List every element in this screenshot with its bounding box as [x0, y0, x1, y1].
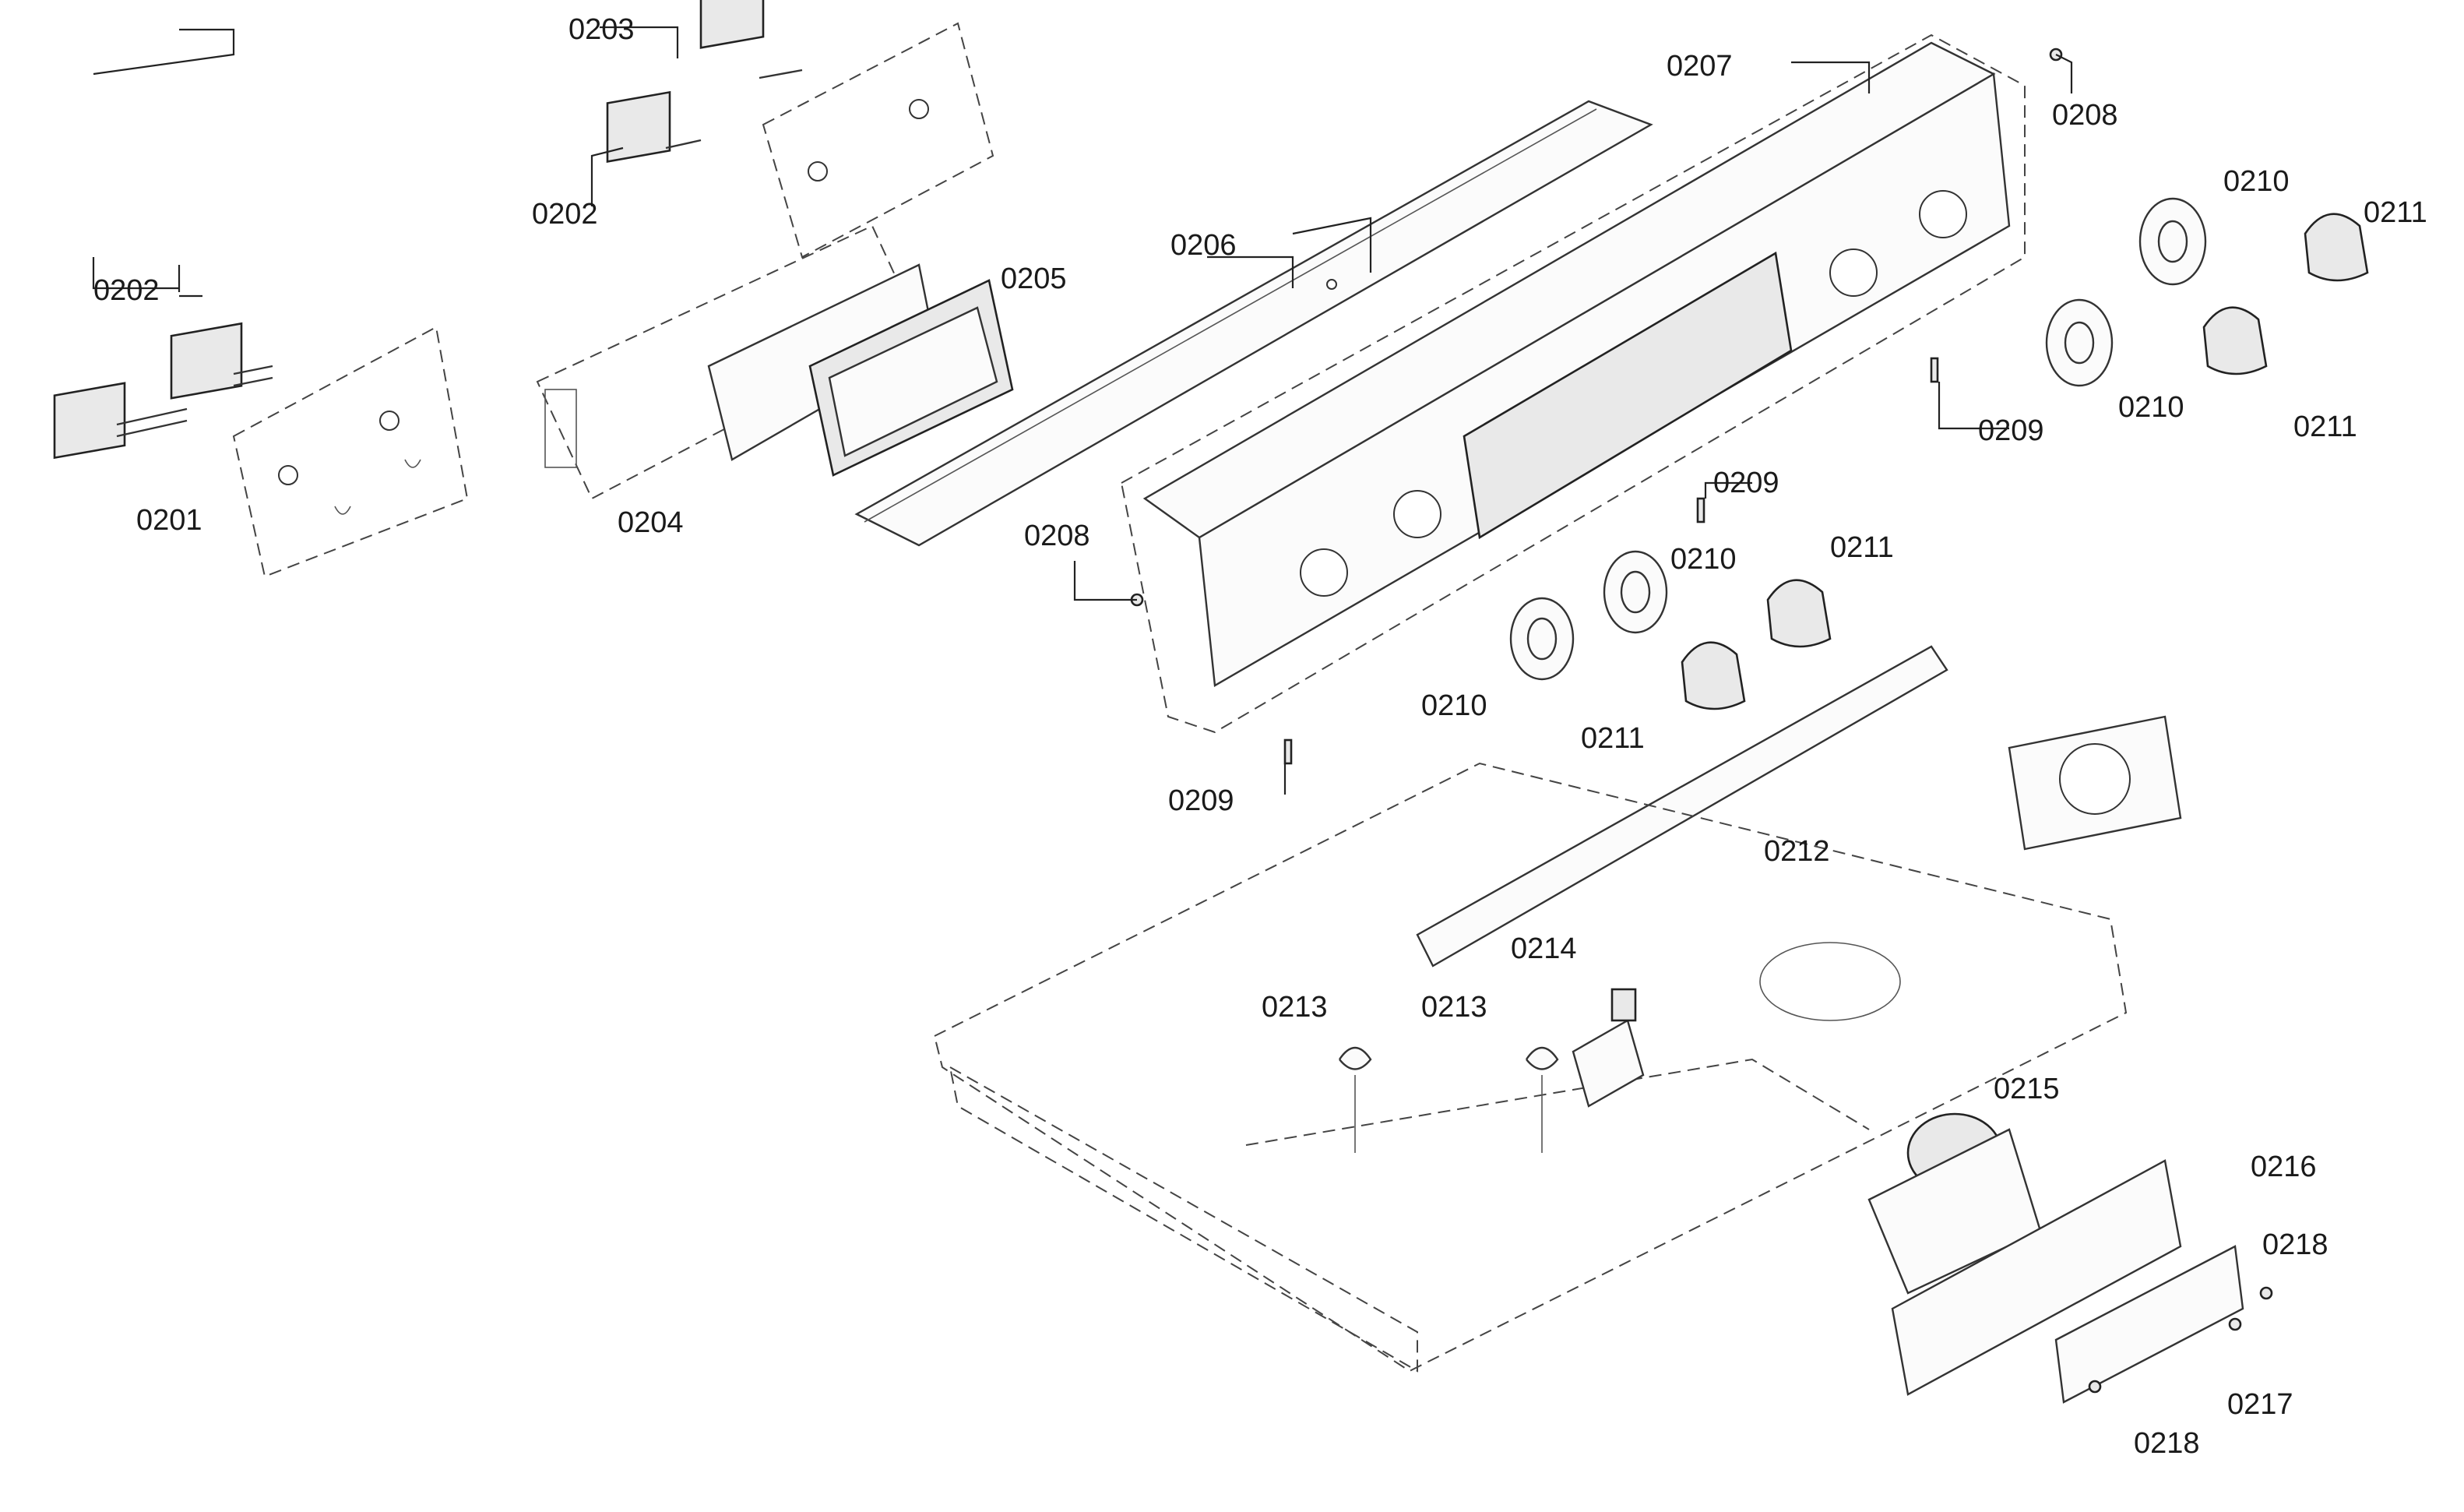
callout-0209-bottom: 0209 — [1168, 784, 1234, 817]
callout-0201: 0201 — [136, 504, 202, 537]
callout-0209-middle: 0209 — [1713, 467, 1779, 499]
knob-0211-b — [1766, 579, 1832, 648]
clip-0213-a — [1339, 1046, 1372, 1153]
callout-0209-right: 0209 — [1978, 414, 2044, 447]
switch-0203 — [699, 0, 803, 79]
knob-0211-d — [2304, 213, 2369, 282]
callout-0208-top: 0208 — [2052, 99, 2118, 132]
display-module-0205 — [808, 279, 1014, 477]
callout-0203: 0203 — [568, 13, 635, 46]
clip-0213-b — [1526, 1046, 1559, 1153]
callout-0210-c: 0210 — [2118, 391, 2184, 424]
callout-0207: 0207 — [1667, 50, 1733, 83]
callout-0215: 0215 — [1994, 1073, 2060, 1105]
screw-0218-a — [2259, 1286, 2273, 1300]
switch-plate — [2008, 715, 2182, 851]
callout-0216: 0216 — [2251, 1151, 2317, 1183]
thermostat-0214 — [1572, 988, 1645, 1108]
callout-0206: 0206 — [1170, 229, 1237, 262]
callout-0212: 0212 — [1764, 835, 1830, 868]
upper-bracket-plate — [762, 22, 994, 259]
switch-0201 — [53, 382, 188, 460]
callout-0218-top: 0218 — [2262, 1228, 2328, 1261]
leader-lines — [92, 26, 2073, 795]
callout-0211-a: 0211 — [1581, 722, 1645, 755]
left-bracket-plate — [232, 326, 469, 578]
switch-0202-upper — [606, 90, 702, 163]
knob-0211-a — [1681, 641, 1746, 710]
callout-0211-b: 0211 — [1830, 531, 1894, 564]
screw-0209-b — [1696, 497, 1705, 523]
screw-0209-a — [1930, 357, 1939, 383]
callout-0210-b: 0210 — [1670, 543, 1737, 576]
bezel-0210-b — [1603, 550, 1668, 634]
callout-0211-c: 0211 — [2293, 411, 2357, 443]
control-panel-0207 — [1120, 33, 2026, 734]
screw-0218-b — [2088, 1380, 2102, 1394]
screw-0217 — [2228, 1317, 2242, 1331]
bezel-0210-c — [2045, 298, 2114, 387]
callout-0202-upper: 0202 — [532, 198, 598, 231]
callout-0214: 0214 — [1511, 932, 1577, 965]
screw-0209-c — [1283, 738, 1293, 765]
callout-0205: 0205 — [1001, 263, 1067, 295]
base-pan — [933, 762, 2128, 1373]
callout-0210-d: 0210 — [2223, 165, 2290, 198]
bracket-0216 — [1891, 1159, 2244, 1404]
strap-0212 — [1416, 645, 1948, 967]
bezel-0210-d — [2138, 197, 2207, 286]
knob-0211-c — [2202, 306, 2268, 375]
switch-0202-left — [170, 322, 273, 400]
callout-0211-d: 0211 — [2364, 196, 2427, 229]
callout-0213-a: 0213 — [1262, 991, 1328, 1024]
callout-0210-a: 0210 — [1421, 689, 1487, 722]
rail-0206 — [854, 100, 1653, 547]
motor-0215 — [1867, 1112, 2042, 1295]
callout-0204: 0204 — [618, 506, 684, 539]
callout-0213-b: 0213 — [1421, 991, 1487, 1024]
callout-0202-left: 0202 — [93, 274, 160, 307]
callout-0208-left: 0208 — [1024, 520, 1090, 552]
bezel-0210-a — [1509, 597, 1575, 681]
callout-0217: 0217 — [2227, 1388, 2293, 1421]
callout-0218-bottom: 0218 — [2134, 1427, 2200, 1460]
